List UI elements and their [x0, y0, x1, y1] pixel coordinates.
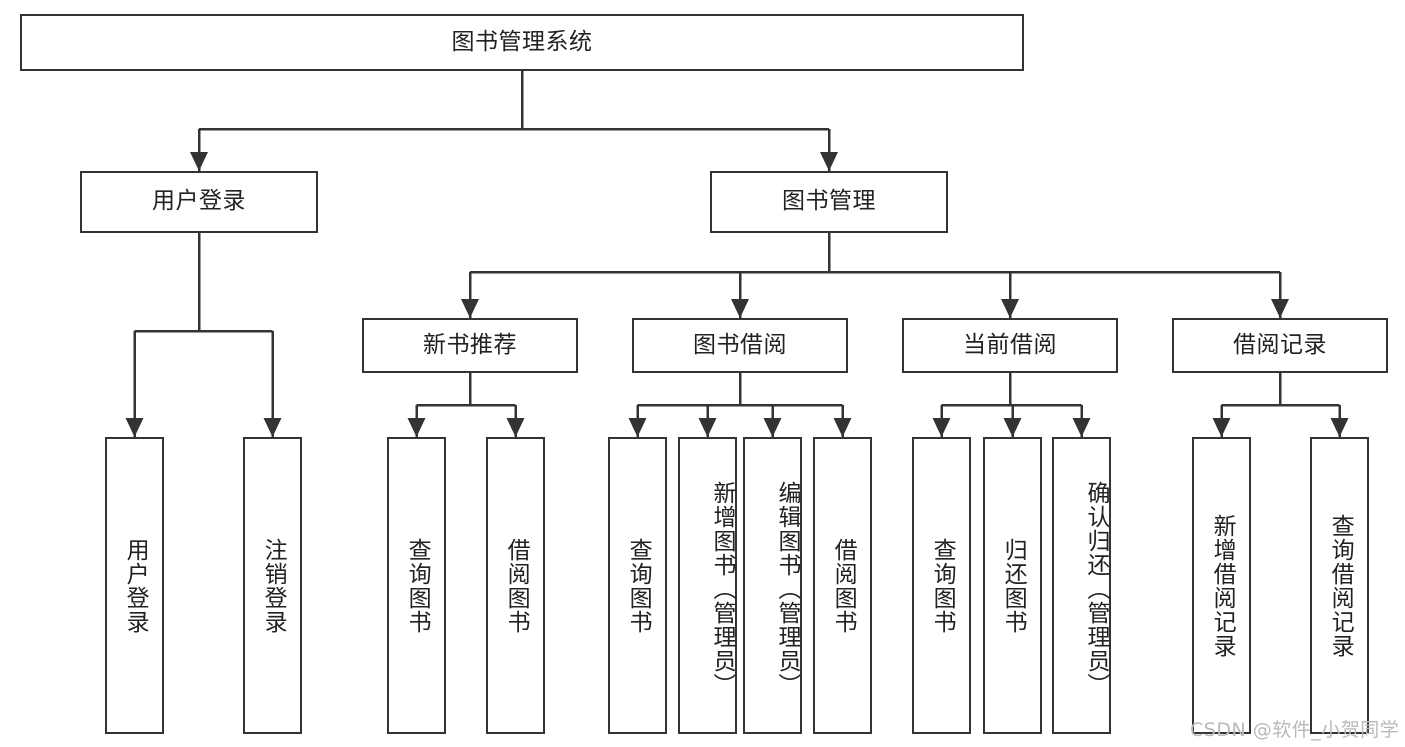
node-label: 图书管理系统 [451, 28, 593, 55]
node-leaf-user-logout[interactable]: 注销登录 [243, 437, 302, 734]
node-leaf-return-book[interactable]: 归还图书 [983, 437, 1042, 734]
node-label: 查询图书 [625, 537, 652, 634]
node-label: 编辑图书（管理员） [774, 480, 800, 697]
node-leaf-borrow-book-rec[interactable]: 借阅图书 [486, 437, 545, 734]
node-root[interactable]: 图书管理系统 [20, 14, 1024, 71]
node-label: 借阅图书 [503, 537, 530, 634]
node-label: 查询图书 [404, 537, 431, 634]
node-leaf-add-record[interactable]: 新增借阅记录 [1192, 437, 1251, 734]
node-label: 用户登录 [152, 188, 246, 215]
node-label: 图书管理 [782, 188, 876, 215]
node-book-management[interactable]: 图书管理 [710, 171, 948, 233]
node-leaf-borrow-book[interactable]: 借阅图书 [813, 437, 872, 734]
node-label: 用户登录 [122, 537, 149, 634]
node-current-borrow[interactable]: 当前借阅 [902, 318, 1118, 373]
node-leaf-user-login[interactable]: 用户登录 [105, 437, 164, 734]
node-leaf-query-book-borrow[interactable]: 查询图书 [608, 437, 667, 734]
node-label: 新书推荐 [423, 331, 517, 358]
node-label: 归还图书 [1000, 537, 1027, 634]
node-new-book-recommend[interactable]: 新书推荐 [362, 318, 578, 373]
node-label: 确认归还（管理员） [1083, 480, 1109, 697]
node-leaf-edit-book[interactable]: 编辑图书（管理员） [743, 437, 802, 734]
node-book-borrow[interactable]: 图书借阅 [632, 318, 848, 373]
node-label: 借阅图书 [830, 537, 857, 634]
node-label: 借阅记录 [1233, 331, 1327, 358]
node-leaf-query-record[interactable]: 查询借阅记录 [1310, 437, 1369, 734]
node-label: 新增借阅记录 [1209, 513, 1236, 658]
node-label: 新增图书（管理员） [709, 480, 735, 697]
node-label: 注销登录 [260, 537, 287, 634]
node-borrow-record[interactable]: 借阅记录 [1172, 318, 1388, 373]
node-leaf-query-book-current[interactable]: 查询图书 [912, 437, 971, 734]
node-label: 图书借阅 [693, 331, 787, 358]
node-label: 当前借阅 [963, 331, 1057, 358]
node-leaf-query-book-rec[interactable]: 查询图书 [387, 437, 446, 734]
watermark-label: CSDN @软件_小贺同学 [1190, 719, 1400, 741]
node-leaf-confirm-return[interactable]: 确认归还（管理员） [1052, 437, 1111, 734]
node-user-login[interactable]: 用户登录 [80, 171, 318, 233]
node-label: 查询图书 [929, 537, 956, 634]
node-label: 查询借阅记录 [1327, 513, 1354, 658]
node-leaf-add-book[interactable]: 新增图书（管理员） [678, 437, 737, 734]
